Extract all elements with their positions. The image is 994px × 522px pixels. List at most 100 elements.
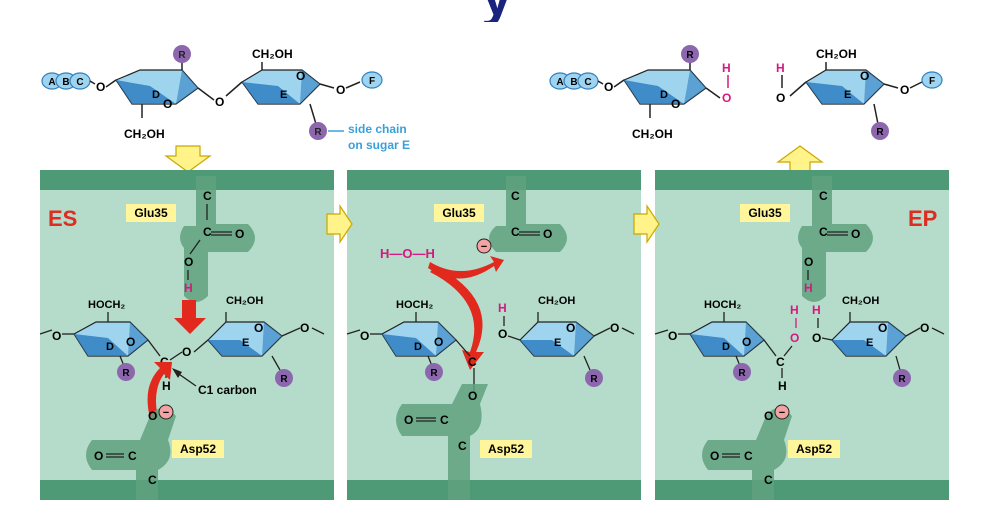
svg-text:C: C xyxy=(128,449,137,463)
svg-text:E: E xyxy=(866,337,873,349)
bead-f-label: F xyxy=(369,76,375,87)
svg-text:B: B xyxy=(570,77,577,88)
ring-o-e-top: O xyxy=(296,69,305,83)
svg-text:O: O xyxy=(851,227,860,241)
glu35-label-p3: Glu35 xyxy=(748,206,782,220)
svg-text:CH₂OH: CH₂OH xyxy=(226,295,263,307)
svg-text:−: − xyxy=(779,407,785,419)
svg-text:R: R xyxy=(590,374,598,385)
svg-text:R: R xyxy=(876,127,884,138)
svg-text:O: O xyxy=(300,321,309,335)
svg-text:−: − xyxy=(163,407,169,419)
svg-text:C: C xyxy=(776,355,785,369)
water-attack-arrow-p2 xyxy=(430,266,484,370)
side-chain-note-2: on sugar E xyxy=(348,138,410,152)
svg-text:R: R xyxy=(430,368,438,379)
svg-text:O: O xyxy=(94,449,103,463)
ring-o-d-top: O xyxy=(163,97,172,111)
svg-text:O: O xyxy=(878,321,887,335)
product-h-2: H xyxy=(776,61,785,75)
svg-text:O: O xyxy=(804,255,813,269)
sugar-ring-e-top: E O xyxy=(241,69,321,105)
svg-text:C: C xyxy=(511,189,520,203)
svg-text:O: O xyxy=(610,321,619,335)
svg-text:H: H xyxy=(184,281,193,295)
page-title-fragment: y xyxy=(0,0,994,22)
glycosidic-o-top: O xyxy=(215,95,224,109)
svg-text:C: C xyxy=(148,473,157,487)
svg-text:R: R xyxy=(280,374,288,385)
svg-text:HOCH₂: HOCH₂ xyxy=(704,299,741,311)
svg-text:O: O xyxy=(710,449,719,463)
state-label-ep: EP xyxy=(908,206,937,231)
svg-text:O: O xyxy=(668,329,677,343)
product-o-1: O xyxy=(722,91,731,105)
chain-beads-abc: A B C xyxy=(41,72,91,90)
r-group-d-top xyxy=(173,45,191,63)
panel-3-content: EP Glu35 C C O O H O D O HOCH₂ R C H H O… xyxy=(654,176,945,500)
svg-text:O: O xyxy=(812,331,821,345)
state-label-es: ES xyxy=(48,206,77,231)
svg-text:O: O xyxy=(566,321,575,335)
ch2oh-e-top: CH₂OH xyxy=(252,47,293,61)
svg-text:O: O xyxy=(434,335,443,349)
svg-text:O: O xyxy=(235,227,244,241)
svg-text:C: C xyxy=(819,189,828,203)
svg-text:O: O xyxy=(126,335,135,349)
svg-text:H: H xyxy=(778,379,787,393)
svg-text:O: O xyxy=(742,335,751,349)
proton-transfer-arrow-p1 xyxy=(174,300,206,334)
bead-a-label: A xyxy=(48,77,55,88)
svg-text:C: C xyxy=(468,355,477,369)
svg-text:O: O xyxy=(671,97,680,111)
asp52-label-p2: Asp52 xyxy=(488,442,524,456)
step-arrow-1 xyxy=(326,204,353,244)
water-molecule: H—O—H xyxy=(380,246,435,261)
svg-text:O: O xyxy=(52,329,61,343)
svg-text:H: H xyxy=(498,301,507,315)
svg-text:R: R xyxy=(314,127,322,138)
ch2oh-d-top: CH₂OH xyxy=(124,127,165,141)
svg-text:HOCH₂: HOCH₂ xyxy=(88,299,125,311)
svg-text:O: O xyxy=(254,321,263,335)
products-top: A B C O D O R CH₂OH H O H O E O CH₂OH R xyxy=(549,45,943,141)
svg-text:C: C xyxy=(764,473,773,487)
sugar-d-label-top: D xyxy=(152,89,160,101)
svg-text:O: O xyxy=(900,83,909,97)
asp52-label-p1: Asp52 xyxy=(180,442,216,456)
product-exit-arrow xyxy=(776,145,824,173)
bead-c-label: C xyxy=(76,77,83,88)
svg-text:C: C xyxy=(203,189,212,203)
svg-text:O: O xyxy=(360,329,369,343)
svg-text:C: C xyxy=(819,225,828,239)
svg-text:O: O xyxy=(404,413,413,427)
svg-text:D: D xyxy=(106,341,114,353)
panel-2-content: Glu35 C C O − H—O—H O D O HOCH₂ R C H O xyxy=(346,176,635,500)
svg-text:C: C xyxy=(584,77,591,88)
panel-1-content: ES Glu35 C C O O H O D O HOCH₂ R C H xyxy=(39,176,325,500)
svg-text:E: E xyxy=(242,337,249,349)
svg-text:CH₂OH: CH₂OH xyxy=(538,295,575,307)
svg-text:HOCH₂: HOCH₂ xyxy=(396,299,433,311)
svg-text:O: O xyxy=(148,409,157,423)
product-h-1: H xyxy=(722,61,731,75)
svg-text:F: F xyxy=(929,76,935,87)
bead-b-label: B xyxy=(62,77,69,88)
bead-f xyxy=(361,71,383,89)
svg-text:H: H xyxy=(790,303,799,317)
svg-text:O: O xyxy=(498,327,507,341)
glu35-label-p1: Glu35 xyxy=(134,206,168,220)
top-o-1: O xyxy=(96,80,105,94)
svg-text:R: R xyxy=(178,50,186,61)
svg-text:D: D xyxy=(660,89,668,101)
substrate-entry-arrow xyxy=(164,145,212,173)
svg-text:O: O xyxy=(182,345,191,359)
top-o-f: O xyxy=(336,83,345,97)
svg-text:E: E xyxy=(844,89,851,101)
step-arrow-2 xyxy=(633,204,660,244)
svg-text:E: E xyxy=(554,337,561,349)
nucleophile-arrow-p1 xyxy=(147,362,172,418)
r-group-e-top xyxy=(309,122,327,140)
svg-text:O: O xyxy=(860,69,869,83)
svg-text:R: R xyxy=(898,374,906,385)
